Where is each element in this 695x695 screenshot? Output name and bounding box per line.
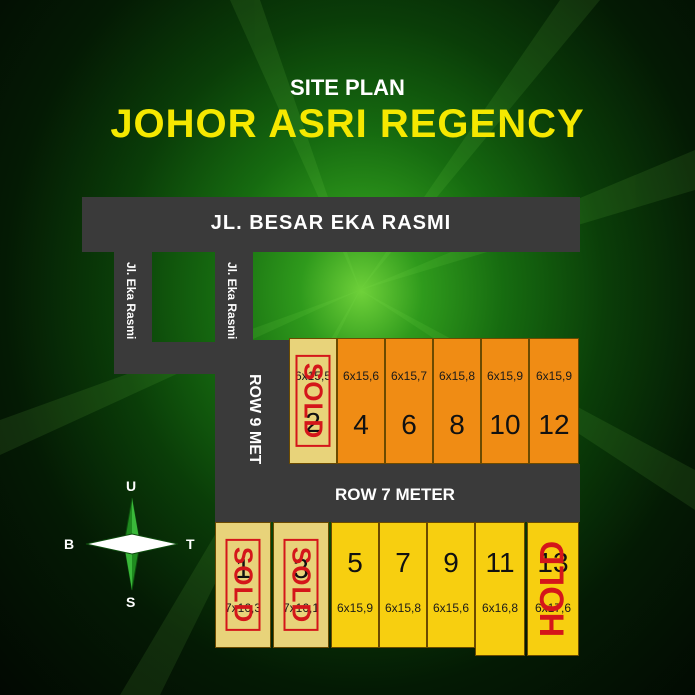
compass: U S B T	[62, 478, 202, 610]
compass-east: T	[186, 536, 195, 552]
lot-7[interactable]: 7 6x15,8	[379, 522, 427, 648]
lot-size: 6x15,7	[390, 369, 428, 383]
road-eka-rasmi-v-label: Jl. Eka Rasmi V	[225, 262, 239, 351]
lot-size: 6x15,5	[294, 369, 332, 383]
compass-south: S	[126, 594, 136, 610]
compass-north: U	[126, 478, 137, 494]
lot-number: 8	[449, 409, 465, 440]
road-row-9-label: ROW 9 METER	[246, 374, 263, 487]
lot-size: 7x16,3	[224, 601, 262, 615]
lot-number: 7	[395, 547, 411, 578]
lot-size: 6x15,9	[336, 601, 374, 615]
lot-9[interactable]: 9 6x15,6	[427, 522, 475, 648]
lot-3[interactable]: 3 7x16,1 SOLD	[273, 522, 329, 648]
lot-size: 6x15,9	[486, 369, 524, 383]
lot-number: 13	[537, 547, 569, 578]
compass-west: B	[64, 536, 75, 552]
hold-label: HOLD	[533, 540, 572, 638]
lot-number: 3	[293, 553, 309, 584]
lot-number: 5	[347, 547, 363, 578]
sold-stamp: SOLD	[283, 538, 319, 632]
road-main-label: JL. BESAR EKA RASMI	[210, 212, 452, 234]
lot-number: 2	[305, 407, 321, 438]
road-row-7-label: ROW 7 METER	[335, 485, 455, 504]
lot-size: 6x17,6	[534, 601, 572, 615]
lot-2[interactable]: 6x15,5 2 SOLD	[289, 338, 337, 464]
sold-stamp: SOLD	[295, 354, 331, 448]
lot-12[interactable]: 6x15,9 12	[529, 338, 579, 464]
lot-number: 9	[443, 547, 459, 578]
lot-size: 6x15,6	[432, 601, 470, 615]
road-main	[82, 197, 580, 252]
site-plan-title: JOHOR ASRI REGENCY	[110, 102, 585, 146]
lot-number: 6	[401, 409, 417, 440]
lot-size: 6x15,6	[342, 369, 380, 383]
compass-rose-icon	[85, 497, 179, 591]
site-plan-subtitle: SITE PLAN	[290, 75, 405, 100]
lot-13[interactable]: 13 6x17,6 HOLD	[527, 522, 579, 656]
lot-8[interactable]: 6x15,8 8	[433, 338, 481, 464]
lot-size: 6x15,9	[535, 369, 573, 383]
lot-number: 4	[353, 409, 369, 440]
lot-size: 6x15,8	[438, 369, 476, 383]
lot-number: 1	[235, 553, 251, 584]
lot-number: 12	[538, 409, 570, 440]
lot-6[interactable]: 6x15,7 6	[385, 338, 433, 464]
lot-number: 11	[485, 547, 515, 578]
lot-11[interactable]: 11 6x16,8	[475, 522, 525, 656]
lot-10[interactable]: 6x15,9 10	[481, 338, 529, 464]
lot-size: 6x15,8	[384, 601, 422, 615]
lot-4[interactable]: 6x15,6 4	[337, 338, 385, 464]
road-row-7	[215, 464, 580, 522]
road-eka-rasmi-vi-label: Jl. Eka Rasmi VI	[124, 262, 138, 355]
lot-1[interactable]: 1 7x16,3 SOLD	[215, 522, 271, 648]
sold-stamp: SOLD	[225, 538, 261, 632]
lot-number: 10	[489, 409, 521, 440]
lot-5[interactable]: 5 6x15,9	[331, 522, 379, 648]
lot-size: 6x16,8	[481, 601, 519, 615]
lot-size: 7x16,1	[282, 601, 320, 615]
